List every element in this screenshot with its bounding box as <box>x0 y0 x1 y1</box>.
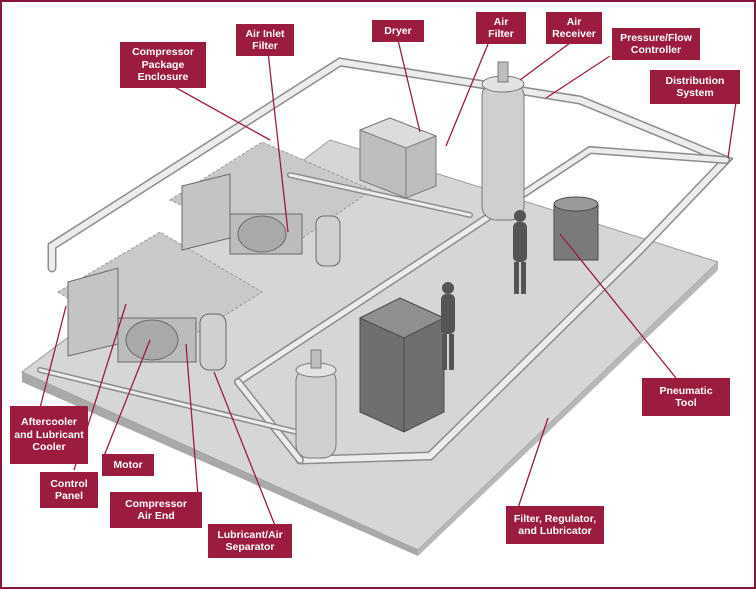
label-aftercooler-and-lubricant-cooler: Aftercooler and Lubricant Cooler <box>10 406 88 464</box>
label-control-panel: Control Panel <box>40 472 98 508</box>
label-compressor-air-end: Compressor Air End <box>110 492 202 528</box>
label-air-receiver: Air Receiver <box>546 12 602 44</box>
equipment-cabinet <box>358 297 446 433</box>
secondary-receiver-tank <box>295 349 337 459</box>
label-motor: Motor <box>102 454 154 476</box>
leader-lines <box>39 39 737 529</box>
lower-compressor-package <box>67 267 227 371</box>
floor-slab-edge-left <box>22 372 418 556</box>
storage-drum <box>553 196 599 261</box>
label-filter-regulator-lubricator: Filter, Regulator, and Lubricator <box>506 506 604 544</box>
label-air-inlet-filter: Air Inlet Filter <box>236 24 294 56</box>
label-distribution-system: Distribution System <box>650 70 740 104</box>
air-receiver-tank <box>481 61 525 221</box>
distribution-piping <box>37 57 734 465</box>
label-dryer: Dryer <box>372 20 424 42</box>
label-air-filter: Air Filter <box>476 12 526 44</box>
dryer-unit <box>358 117 438 199</box>
label-lubricant-air-separator: Lubricant/Air Separator <box>208 524 292 558</box>
floor-slab-edge-right <box>418 262 718 556</box>
label-compressor-package-enclosure: Compressor Package Enclosure <box>120 42 206 88</box>
label-pressure-flow-controller: Pressure/Flow Controller <box>612 28 700 60</box>
worker-silhouettes <box>441 210 527 370</box>
label-pneumatic-tool: Pneumatic Tool <box>642 378 730 416</box>
upper-compressor-package <box>181 173 341 267</box>
